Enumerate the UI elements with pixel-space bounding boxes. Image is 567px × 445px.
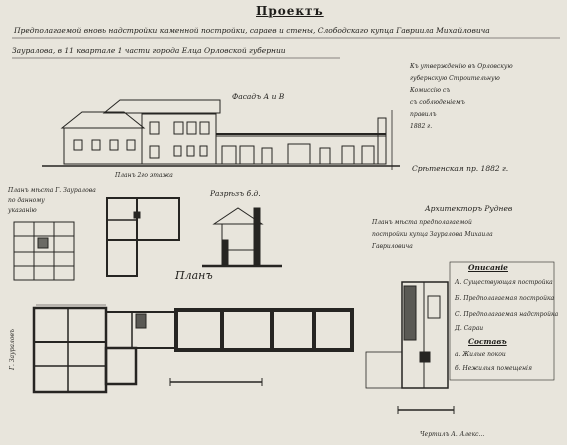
section-drawing <box>202 207 282 268</box>
site-plan-note-line: указанію <box>8 207 37 214</box>
legend-sub-item: а. Жилые покои <box>455 351 506 358</box>
legend-item: А. Существующая постройка <box>455 279 553 286</box>
legend-item: С. Предполагаемая надстройка <box>455 311 559 318</box>
header-line-2: Зауралова, в 11 квартале 1 части города … <box>12 46 286 55</box>
architect-signature: Архитекторъ Руднев <box>425 204 513 213</box>
section-label: Разрѣзъ б.д. <box>210 189 261 198</box>
main-plan-label: Планъ <box>175 269 213 282</box>
header-line-1: Предполагаемой вновь надстройки каменной… <box>14 26 490 35</box>
approval-line: правилъ <box>410 111 437 118</box>
legend-sub-item: б. Нежилыя помещенія <box>455 365 532 372</box>
approval-line: съ соблюденіемъ <box>410 99 465 106</box>
upper-floor-plan <box>106 197 180 277</box>
left-margin-note: Г. Заураловъ <box>9 329 16 370</box>
site-note-right-line: Гавриловича <box>372 243 413 250</box>
site-plan-right <box>365 281 455 414</box>
legend-subtitle: Составъ <box>468 337 507 346</box>
site-plan-note-line: по данному <box>8 197 45 204</box>
upper-plan-label: Планъ 2го этажа <box>115 172 173 179</box>
legend-title: Описаніе <box>468 263 508 272</box>
site-plan-note-line: Планъ мѣста Г. Зауралова <box>8 187 96 194</box>
main-ground-plan <box>32 304 354 394</box>
facade-label: Фасадъ А и В <box>232 92 285 101</box>
bottom-signature: Чертилъ А. Алекс... <box>420 431 485 438</box>
approval-line: Комиссію съ <box>410 87 451 94</box>
legend-item: Д. Сараи <box>455 325 484 332</box>
sheet-title: Проектъ <box>256 4 324 18</box>
approval-line: 1882 г. <box>410 123 433 130</box>
site-note-right-line: Планъ мѣста предполагаемой <box>372 219 472 226</box>
facade-elevation <box>42 99 400 167</box>
approval-date: Срѣтенская пр. 1882 г. <box>412 164 509 173</box>
approval-line: губернскую Строительную <box>410 75 500 82</box>
legend-item: Б. Предполагаемая постройка <box>455 295 555 302</box>
approval-line: Къ утвержденію въ Орловскую <box>410 63 513 70</box>
site-sketch-left <box>13 221 75 281</box>
site-note-right-line: постройки купца Зауралова Михаила <box>372 231 493 238</box>
